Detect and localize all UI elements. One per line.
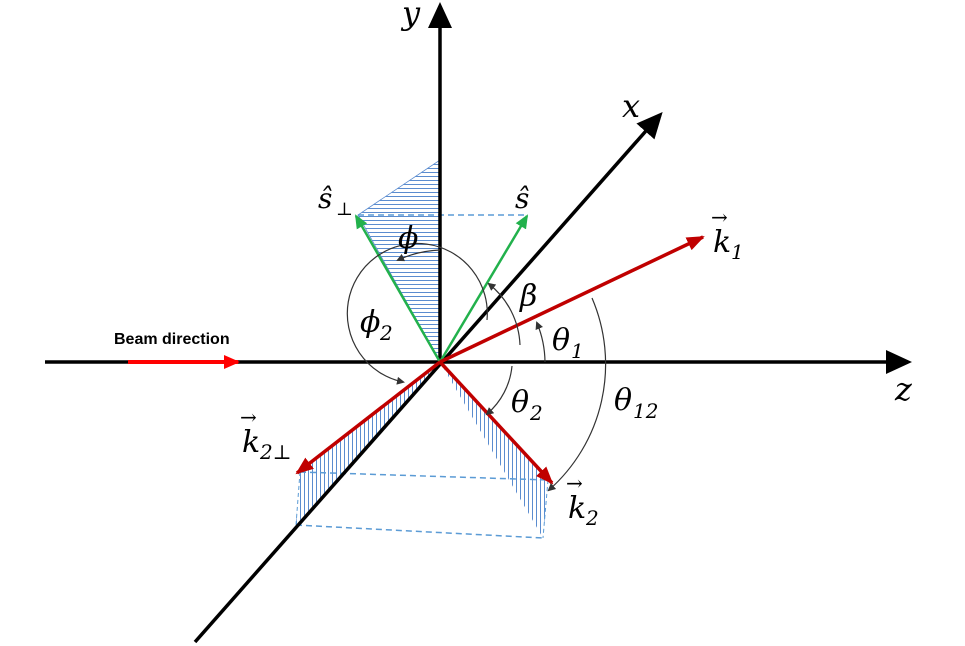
theta12-arc — [547, 297, 607, 492]
phi2-arc — [346, 242, 488, 385]
theta2-label-sub: 2 — [529, 401, 543, 425]
k1-vector — [439, 235, 705, 364]
theta12-label-main: θ — [614, 383, 632, 418]
phi-arc — [396, 249, 441, 262]
k2-vector — [438, 360, 554, 485]
k2-hatch-region — [440, 362, 548, 538]
k-bottom-dashed-line — [295, 524, 544, 539]
phi2-label-sub: 2 — [379, 321, 393, 345]
phi-label: ϕ — [398, 221, 418, 256]
s-hat-label: ŝ — [515, 182, 529, 215]
k2-label-main: k — [568, 491, 586, 526]
k2-drop-dashed-line — [542, 479, 549, 539]
k2perp-vector — [295, 360, 442, 475]
beta-label: β — [519, 279, 537, 314]
z-axis-label: z — [894, 370, 913, 408]
theta1-label-sub: 1 — [571, 339, 584, 363]
k2-label-arrow: → — [566, 471, 583, 495]
s-perp-label: ŝ ⊥ — [318, 182, 353, 220]
theta2-label-main: θ — [511, 385, 529, 420]
phi2-label-main: ϕ — [360, 305, 380, 340]
x-axis-label: x — [622, 87, 640, 125]
theta1-label-main: θ — [552, 323, 570, 358]
k2perp-label-sub: 2⊥ — [259, 440, 292, 464]
k1-label-main: k — [713, 225, 731, 260]
k-top-dashed-line — [299, 471, 549, 481]
k1-label-arrow: → — [711, 205, 728, 229]
k1-label-sub: 1 — [731, 240, 744, 264]
theta1-arc — [535, 321, 546, 363]
theta2-label: θ 2 — [511, 385, 543, 425]
y-axis-label: y — [400, 0, 421, 32]
k2perp-label: → k 2⊥ — [240, 405, 292, 464]
k2-label: → k 2 — [566, 471, 599, 530]
theta12-label-sub: 12 — [633, 399, 658, 423]
s-perp-label-main: ŝ — [318, 182, 332, 215]
beam-direction-label: Beam direction — [114, 331, 230, 348]
s-perp-vector — [354, 214, 442, 363]
x-axis — [193, 112, 663, 644]
k1-label: → k 1 — [711, 205, 744, 264]
phi2-label: ϕ 2 — [360, 305, 393, 345]
k2perp-label-arrow: → — [240, 405, 257, 429]
beta-arc — [487, 282, 521, 346]
k2-label-sub: 2 — [585, 506, 599, 530]
s-perp-label-sub: ⊥ — [336, 199, 353, 220]
theta2-arc — [485, 365, 513, 416]
k2perp-label-main: k — [242, 425, 260, 460]
theta12-label: θ 12 — [614, 383, 658, 423]
k2perp-drop-dashed-line — [295, 471, 301, 526]
theta1-label: θ 1 — [552, 323, 584, 363]
